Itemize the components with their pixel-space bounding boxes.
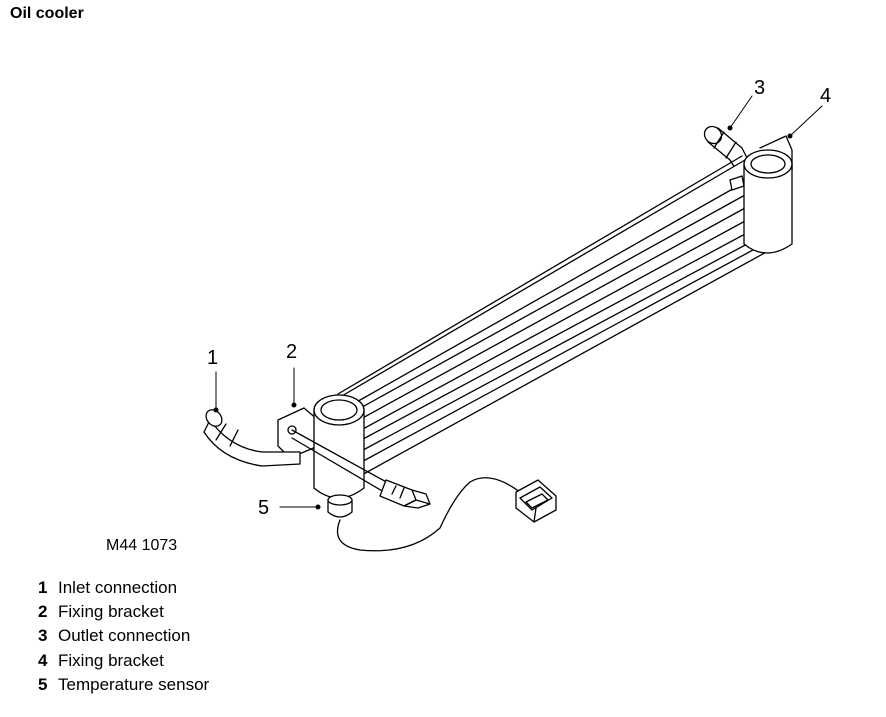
legend-number: 1 <box>38 578 48 597</box>
legend-item: 4 Fixing bracket <box>38 649 209 673</box>
leader-dots <box>213 125 793 510</box>
leader-lines <box>215 95 823 508</box>
legend-label: Fixing bracket <box>58 602 164 622</box>
right-end-tank <box>743 149 793 254</box>
legend-item: 5 Temperature sensor <box>38 673 209 697</box>
legend-label: Fixing bracket <box>58 650 164 670</box>
callout-2: 2 <box>286 341 297 363</box>
callout-5: 5 <box>258 497 269 519</box>
legend-label: Outlet connection <box>58 626 191 646</box>
callout-4: 4 <box>820 85 831 107</box>
legend-number: 5 <box>38 674 48 694</box>
sensor-connector <box>515 479 557 523</box>
fixing-bolt <box>291 429 431 509</box>
callout-1: 1 <box>207 347 218 369</box>
sensor-cable <box>336 477 521 552</box>
legend-number: 2 <box>38 602 48 622</box>
figure-reference: M44 1073 <box>106 537 177 554</box>
callout-3: 3 <box>754 77 765 99</box>
cooler-core <box>334 155 771 477</box>
legend-number: 3 <box>38 626 48 646</box>
legend-label: Temperature sensor <box>58 674 210 694</box>
legend-item: 2 Fixing bracket <box>38 600 209 624</box>
left-end-tank <box>313 394 365 499</box>
legend-item: 1 Inlet connection <box>38 576 209 600</box>
legend-number: 4 <box>38 650 48 670</box>
temperature-sensor <box>327 494 353 518</box>
inlet-connection <box>203 409 301 467</box>
legend-item: 3 Outlet connection <box>38 624 209 648</box>
legend-label: Inlet connection <box>58 578 178 597</box>
page-title: Oil cooler <box>10 5 84 22</box>
